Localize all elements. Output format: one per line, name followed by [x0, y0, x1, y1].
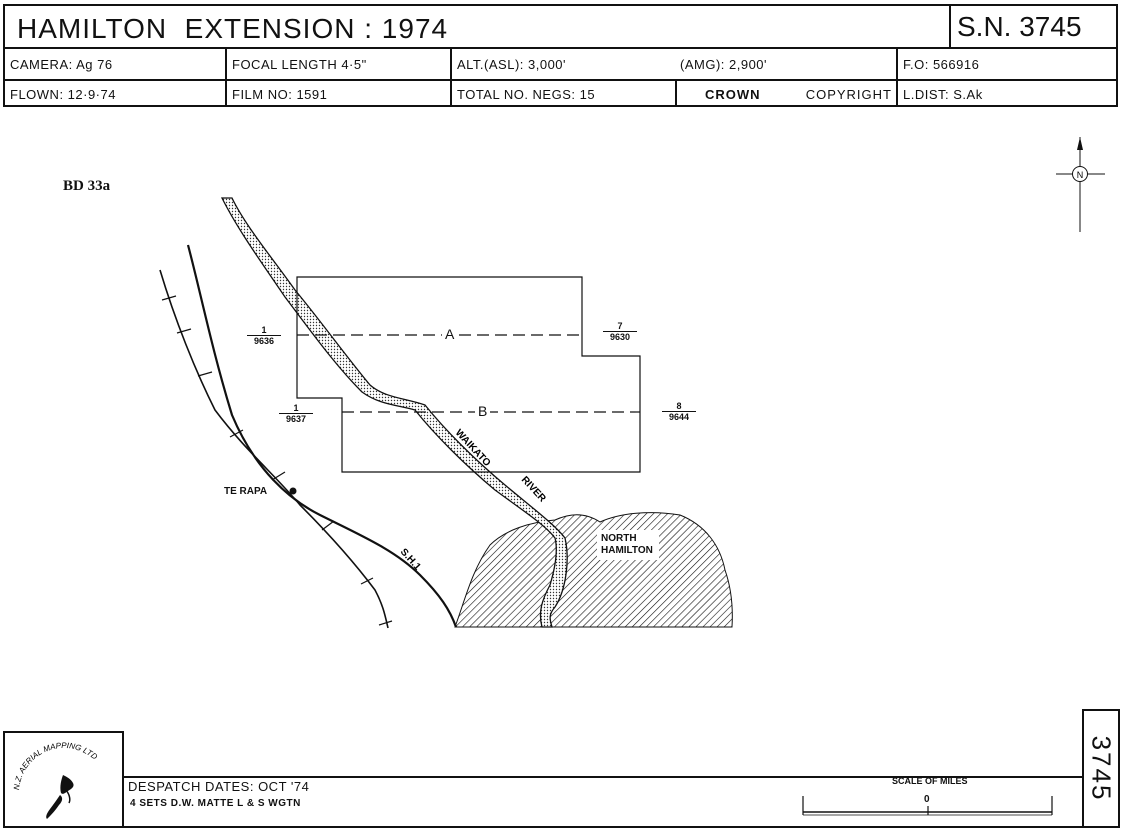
crown-text: CROWN — [705, 86, 761, 102]
land-district-cell: L.DIST: S.Ak — [896, 81, 1116, 107]
fo-cell: F.O: 566916 — [896, 49, 1116, 79]
altitude-amg-cell: (AMG): 2,900' — [680, 56, 768, 72]
header-title-row: HAMILTON EXTENSION : 1974 S.N. 3745 — [5, 6, 1116, 49]
logo-box: N.Z. AERIAL MAPPING LTD — [3, 731, 124, 828]
flown-cell: FLOWN: 12·9·74 — [10, 86, 116, 102]
state-highway-1 — [186, 244, 458, 628]
railway-line — [159, 269, 389, 629]
header-row-camera: CAMERA: Ag 76 FOCAL LENGTH 4·5" ALT.(ASL… — [5, 49, 1116, 81]
north-hamilton-label-bg — [597, 530, 659, 560]
flight-line-b-label: B — [475, 403, 491, 419]
new-zealand-map-icon — [46, 775, 74, 819]
svg-text:N.Z. AERIAL MAPPING LTD: N.Z. AERIAL MAPPING LTD — [12, 741, 99, 790]
north-hamilton-urban-area — [454, 512, 733, 628]
header-table: HAMILTON EXTENSION : 1974 S.N. 3745 CAME… — [3, 4, 1118, 107]
scale-label: SCALE OF MILES — [892, 776, 968, 786]
te-rapa-label: TE RAPA — [224, 486, 268, 497]
camera-cell: CAMERA: Ag 76 — [10, 56, 113, 72]
north-hamilton-label-line2: HAMILTON — [601, 545, 653, 556]
focal-length-cell: FOCAL LENGTH 4·5" — [225, 49, 450, 79]
north-hamilton-label-line1: NORTH — [601, 533, 637, 544]
scale-zero-label: 0 — [924, 794, 930, 805]
serial-number: S.N. 3745 — [949, 6, 1116, 47]
north-symbol: N — [1077, 170, 1084, 180]
logo-text: N.Z. AERIAL MAPPING LTD — [12, 741, 99, 790]
nz-aerial-mapping-logo: N.Z. AERIAL MAPPING LTD — [12, 741, 99, 819]
scale-bar — [802, 796, 1053, 816]
te-rapa-point — [289, 487, 297, 495]
serial-number-vertical: 3745 — [1086, 735, 1117, 802]
flight-line-a-label: A — [442, 326, 458, 342]
railway-ticks — [161, 295, 393, 626]
film-number-cell: FILM NO: 1591 — [225, 81, 450, 107]
sheet-id: BD 33a — [63, 178, 111, 194]
page-title: HAMILTON EXTENSION : 1974 — [17, 13, 449, 44]
header-row-flown: FLOWN: 12·9·74 FILM NO: 1591 TOTAL NO. N… — [5, 81, 1116, 107]
serial-number-vertical-box — [1082, 709, 1120, 828]
altitude-asl-cell: ALT.(ASL): 3,000' — [450, 49, 675, 79]
photo-coverage-boundary — [296, 276, 641, 473]
footer-strip — [3, 776, 1083, 828]
copyright-text: COPYRIGHT — [805, 86, 892, 102]
despatch-dates: DESPATCH DATES: OCT '74 — [128, 779, 310, 794]
waikato-river — [220, 197, 568, 628]
crown-copyright-cell: CROWN COPYRIGHT — [675, 81, 896, 107]
north-arrow-icon: N — [1056, 137, 1105, 232]
despatch-details: 4 SETS D.W. MATTE L & S WGTN — [130, 798, 301, 809]
total-negs-cell: TOTAL NO. NEGS: 15 — [450, 81, 675, 107]
